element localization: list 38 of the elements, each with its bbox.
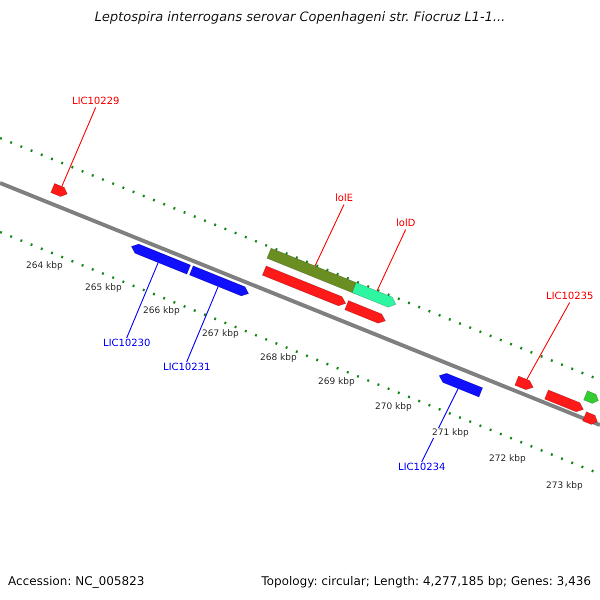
gene-block xyxy=(262,266,346,306)
gene-block xyxy=(582,411,598,425)
scale-label: 265 kbp xyxy=(85,283,122,294)
leader-line xyxy=(526,302,570,380)
leader-line xyxy=(421,388,459,462)
gene-label: LIC10231 xyxy=(163,362,210,374)
gene-label: LIC10235 xyxy=(546,291,594,302)
scale-label: 271 kbp xyxy=(432,428,469,438)
title: Leptospira interrogans serovar Copenhageni str. Fiocruz L1-1... xyxy=(94,11,506,26)
scale-label: 273 kbp xyxy=(546,481,583,492)
scale-label: 268 kbp xyxy=(260,353,297,364)
gene-block xyxy=(344,300,386,324)
leader-line xyxy=(376,229,406,292)
gene-label: LIC10234 xyxy=(398,462,446,474)
gene-label: LIC10229 xyxy=(72,96,120,108)
gene-block xyxy=(352,282,396,308)
gene-block xyxy=(544,390,584,412)
gene-block xyxy=(50,183,68,197)
gene-block xyxy=(514,376,534,390)
gene-block xyxy=(130,244,191,275)
leader-line xyxy=(126,262,159,338)
leader-line xyxy=(186,286,219,362)
gene-block xyxy=(189,265,250,296)
scale-label: 264 kbp xyxy=(26,261,63,272)
leader-line xyxy=(314,204,344,266)
scale-label: 266 kbp xyxy=(143,306,180,316)
scale-label: 269 kbp xyxy=(318,377,355,388)
scale-label: 267 kbp xyxy=(202,329,239,340)
gene-block xyxy=(438,372,484,398)
info-text: Accession: NC_005823 xyxy=(8,575,144,589)
scale-label: 272 kbp xyxy=(489,454,526,464)
gene-label: LIC10230 xyxy=(103,338,150,350)
leader-line xyxy=(61,107,96,187)
info-text: Topology: circular; Length: 4,277,185 bp; Genes: 3,436 xyxy=(261,575,591,589)
gene-label: lolE xyxy=(335,193,353,204)
gene-block xyxy=(583,390,599,404)
gene-label: lolD xyxy=(396,218,416,230)
scale-label: 270 kbp xyxy=(375,402,412,412)
